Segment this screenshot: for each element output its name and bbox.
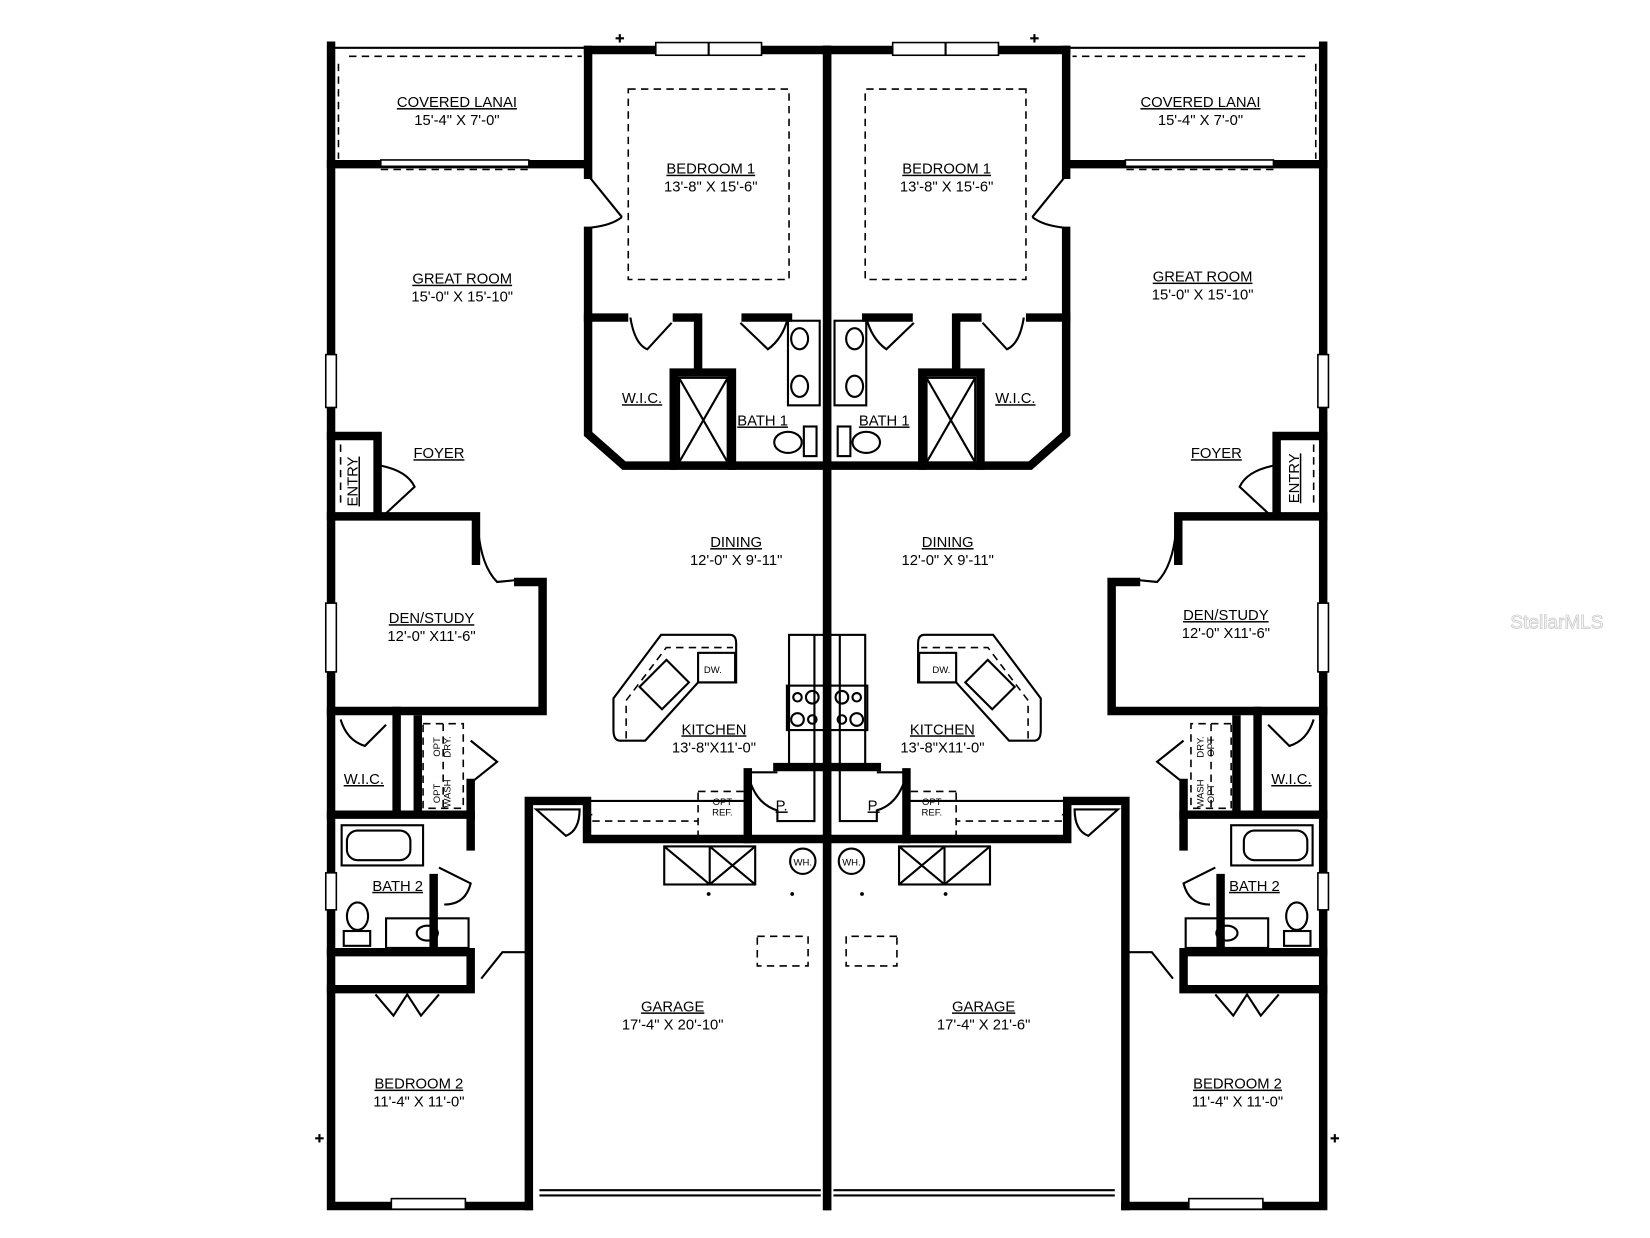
room-name: W.I.C. <box>995 391 1035 407</box>
room-name: DINING <box>710 535 762 551</box>
room-name: GARAGE <box>641 999 704 1015</box>
room-dimensions: 12'-0" X 9'-11" <box>690 553 782 569</box>
dishwasher-label: DW. <box>932 665 950 676</box>
room-name: ENTRY <box>1287 453 1303 503</box>
water-heater-label: WH. <box>794 857 812 868</box>
optional-washer-label: OPT <box>432 784 443 804</box>
room-name: COVERED LANAI <box>397 95 517 111</box>
room-name: BEDROOM 2 <box>1193 1077 1282 1093</box>
room-name: DEN/STUDY <box>1183 608 1269 624</box>
room-dimensions: 13'-8" X 15'-6" <box>900 180 993 196</box>
room-dimensions: 15'-4" X 7'-0" <box>1158 113 1243 129</box>
unit-geometry-left <box>324 41 832 1211</box>
room-dimensions: 11'-4" X 11'-0" <box>373 1095 464 1111</box>
room-dimensions: 13'-8"X11'-0" <box>900 740 984 756</box>
room-name: DEN/STUDY <box>389 611 475 627</box>
optional-washer-label: OPT <box>1206 784 1217 804</box>
room-name: BATH 2 <box>372 879 423 895</box>
watermark-logo: StellarMLS <box>1510 613 1603 634</box>
water-heater-label: WH. <box>842 857 860 868</box>
room-dimensions: 13'-8"X11'-0" <box>672 740 756 756</box>
room-name: P. <box>776 798 788 814</box>
room-name: P. <box>868 798 880 814</box>
reference-marks <box>315 34 1340 1143</box>
room-name: GARAGE <box>952 999 1015 1015</box>
room-labels: COVERED LANAI 15'-4" X 7'-0" BEDROOM 1 13'-… <box>344 95 1312 1111</box>
room-name: BATH 1 <box>737 413 788 429</box>
optional-refrigerator-label: REF. <box>712 808 733 819</box>
room-dimensions: 17'-4" X 20'-10" <box>622 1017 724 1033</box>
room-name: COVERED LANAI <box>1140 95 1260 111</box>
room-name: DINING <box>922 535 974 551</box>
room-dimensions: 15'-0" X 15'-10" <box>411 290 513 306</box>
room-dimensions: 13'-8" X 15'-6" <box>664 180 757 196</box>
room-name: W.I.C. <box>344 772 384 788</box>
room-dimensions: 17'-4" X 21'-6" <box>937 1017 1030 1033</box>
room-name: W.I.C. <box>622 391 662 407</box>
room-name: GREAT ROOM <box>1153 270 1253 286</box>
room-dimensions: 12'-0" X11'-6" <box>1182 626 1270 642</box>
room-name: FOYER <box>1191 446 1242 462</box>
room-name: GREAT ROOM <box>412 272 512 288</box>
dishwasher-label: DW. <box>704 665 722 676</box>
room-name: ENTRY <box>346 456 362 506</box>
room-dimensions: 15'-0" X 15'-10" <box>1152 288 1254 304</box>
room-dimensions: 11'-4" X 11'-0" <box>1192 1095 1283 1111</box>
optional-washer-label: WASH <box>443 779 454 807</box>
room-name: FOYER <box>413 446 464 462</box>
room-name: KITCHEN <box>681 722 746 738</box>
optional-washer-label: WASH <box>1196 779 1207 807</box>
optional-refrigerator-label: OPT <box>922 797 942 808</box>
room-name: W.I.C. <box>1271 772 1311 788</box>
room-name: BATH 2 <box>1229 879 1280 895</box>
room-name: BEDROOM 1 <box>666 162 755 178</box>
room-name: BATH 1 <box>859 413 910 429</box>
optional-dryer-label: DRY. <box>1196 736 1207 757</box>
room-name: KITCHEN <box>910 722 975 738</box>
room-dimensions: 15'-4" X 7'-0" <box>414 113 499 129</box>
optional-refrigerator-label: REF. <box>922 808 943 819</box>
optional-dryer-label: DRY. <box>443 736 454 757</box>
optional-refrigerator-label: OPT <box>713 797 733 808</box>
room-name: BEDROOM 1 <box>902 162 991 178</box>
room-dimensions: 12'-0" X11'-6" <box>387 629 475 645</box>
optional-dryer-label: OPT <box>432 737 443 757</box>
room-dimensions: 12'-0" X 9'-11" <box>901 553 993 569</box>
room-name: BEDROOM 2 <box>374 1077 463 1093</box>
optional-dryer-label: OPT <box>1206 737 1217 757</box>
